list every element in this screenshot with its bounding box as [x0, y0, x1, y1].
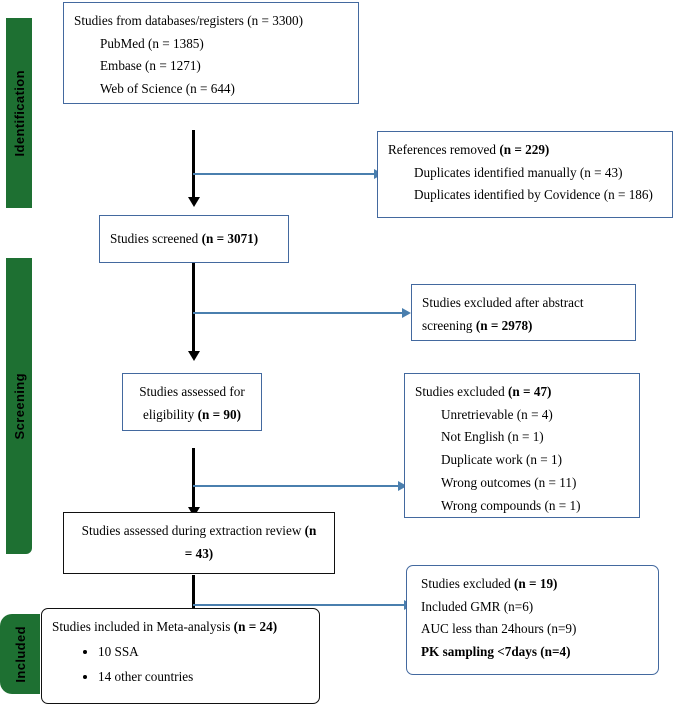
excluded-extraction-count: (n = 19) — [514, 576, 558, 591]
arrow-to-excluded-extraction — [193, 604, 405, 606]
box-records-identified: Studies from databases/registers (n = 33… — [63, 2, 359, 104]
excluded-abstract-line2-text: screening — [422, 317, 476, 333]
arrow-to-excluded-abstract — [193, 312, 403, 314]
studies-screened-title: Studies screened (n = 3071) — [110, 228, 258, 251]
arrow-to-excluded-eligibility — [193, 485, 399, 487]
included-meta-count: (n = 24) — [233, 619, 278, 634]
excluded-extraction-title: Studies excluded (n = 19) — [421, 573, 648, 596]
included-meta-title-text: Studies included in Meta-analysis — [52, 619, 234, 634]
box-references-removed: References removed (n = 229) Duplicates … — [377, 131, 673, 218]
excluded-abstract-line1: Studies excluded after abstract — [422, 295, 584, 310]
excluded-abstract-line2: screening (n = 2978) — [422, 315, 625, 338]
records-source-web-of-science: Web of Science (n = 644) — [100, 81, 235, 97]
excluded-eligibility-wrong-compounds: Wrong compounds (n = 1) — [441, 497, 581, 513]
stage-bar-identification: Identification — [6, 18, 32, 208]
references-removed-count: (n = 229) — [499, 142, 550, 157]
box-assessed-eligibility: Studies assessed for eligibility (n = 90… — [122, 373, 262, 431]
included-meta-bullet-ssa: 10 SSA — [98, 639, 309, 664]
excluded-extraction-pk-sampling-text: PK sampling <7days (n=4) — [421, 644, 571, 660]
assessed-extraction-count: = 43) — [184, 545, 214, 561]
included-meta-bullets: 10 SSA 14 other countries — [52, 639, 309, 689]
assessed-extraction-line1-text: Studies assessed during extraction revie… — [81, 523, 305, 538]
excluded-extraction-title-text: Studies excluded — [421, 576, 515, 591]
stage-label-identification: Identification — [11, 69, 27, 157]
excluded-eligibility-unretrievable: Unretrievable (n = 4) — [441, 406, 553, 422]
assessed-extraction-line1-bold: (n — [304, 523, 317, 538]
arrow-screened-to-eligibility — [192, 262, 195, 352]
excluded-extraction-pk-sampling: PK sampling <7days (n=4) — [421, 641, 648, 664]
excluded-extraction-auc: AUC less than 24hours (n=9) — [421, 621, 577, 637]
excluded-extraction-gmr: Included GMR (n=6) — [421, 598, 534, 614]
records-identified-title: Studies from databases/registers (n = 33… — [74, 13, 304, 28]
studies-screened-title-text: Studies screened — [110, 230, 202, 246]
excluded-eligibility-wrong-outcomes: Wrong outcomes (n = 11) — [441, 474, 577, 490]
references-removed-manual: Duplicates identified manually (n = 43) — [414, 164, 623, 180]
included-meta-title: Studies included in Meta-analysis (n = 2… — [52, 616, 309, 639]
box-excluded-extraction: Studies excluded (n = 19) Included GMR (… — [406, 565, 659, 675]
box-excluded-eligibility: Studies excluded (n = 47) Unretrievable … — [404, 373, 640, 518]
stage-bar-included: Included — [0, 614, 40, 694]
records-source-pubmed: PubMed (n = 1385) — [100, 35, 204, 51]
stage-label-included: Included — [12, 625, 28, 683]
assessed-extraction-line1: Studies assessed during extraction revie… — [74, 520, 324, 543]
box-assessed-extraction: Studies assessed during extraction revie… — [63, 512, 335, 574]
arrow-extraction-to-included — [192, 575, 195, 623]
box-excluded-abstract: Studies excluded after abstract screenin… — [411, 284, 636, 341]
included-meta-bullet-other: 14 other countries — [98, 664, 309, 689]
excluded-eligibility-count: (n = 47) — [508, 384, 552, 399]
arrow-identified-to-screened — [192, 130, 195, 198]
box-studies-screened: Studies screened (n = 3071) — [99, 215, 289, 263]
studies-screened-count: (n = 3071) — [201, 230, 259, 246]
stage-label-screening: Screening — [11, 372, 27, 440]
references-removed-title-text: References removed — [388, 142, 500, 157]
references-removed-covidence: Duplicates identified by Covidence (n = … — [414, 187, 653, 203]
assessed-eligibility-line1: Studies assessed for — [139, 384, 245, 399]
records-source-embase: Embase (n = 1271) — [100, 58, 201, 74]
assessed-eligibility-count: (n = 90) — [197, 406, 241, 422]
stage-bar-screening: Screening — [6, 258, 32, 554]
references-removed-title: References removed (n = 229) — [388, 139, 662, 162]
arrow-to-references-removed — [193, 173, 375, 175]
assessed-extraction-line2: = 43) — [74, 543, 324, 566]
excluded-eligibility-title-text: Studies excluded — [415, 384, 509, 399]
assessed-eligibility-line2-text: eligibility — [142, 406, 198, 422]
arrow-eligibility-to-extraction — [192, 448, 195, 508]
excluded-eligibility-not-english: Not English (n = 1) — [441, 429, 544, 445]
assessed-eligibility-line2: eligibility (n = 90) — [133, 404, 251, 427]
excluded-eligibility-duplicate-work: Duplicate work (n = 1) — [441, 452, 562, 468]
box-included-meta: Studies included in Meta-analysis (n = 2… — [41, 608, 320, 704]
excluded-abstract-count: (n = 2978) — [475, 317, 533, 333]
excluded-eligibility-title: Studies excluded (n = 47) — [415, 381, 629, 404]
